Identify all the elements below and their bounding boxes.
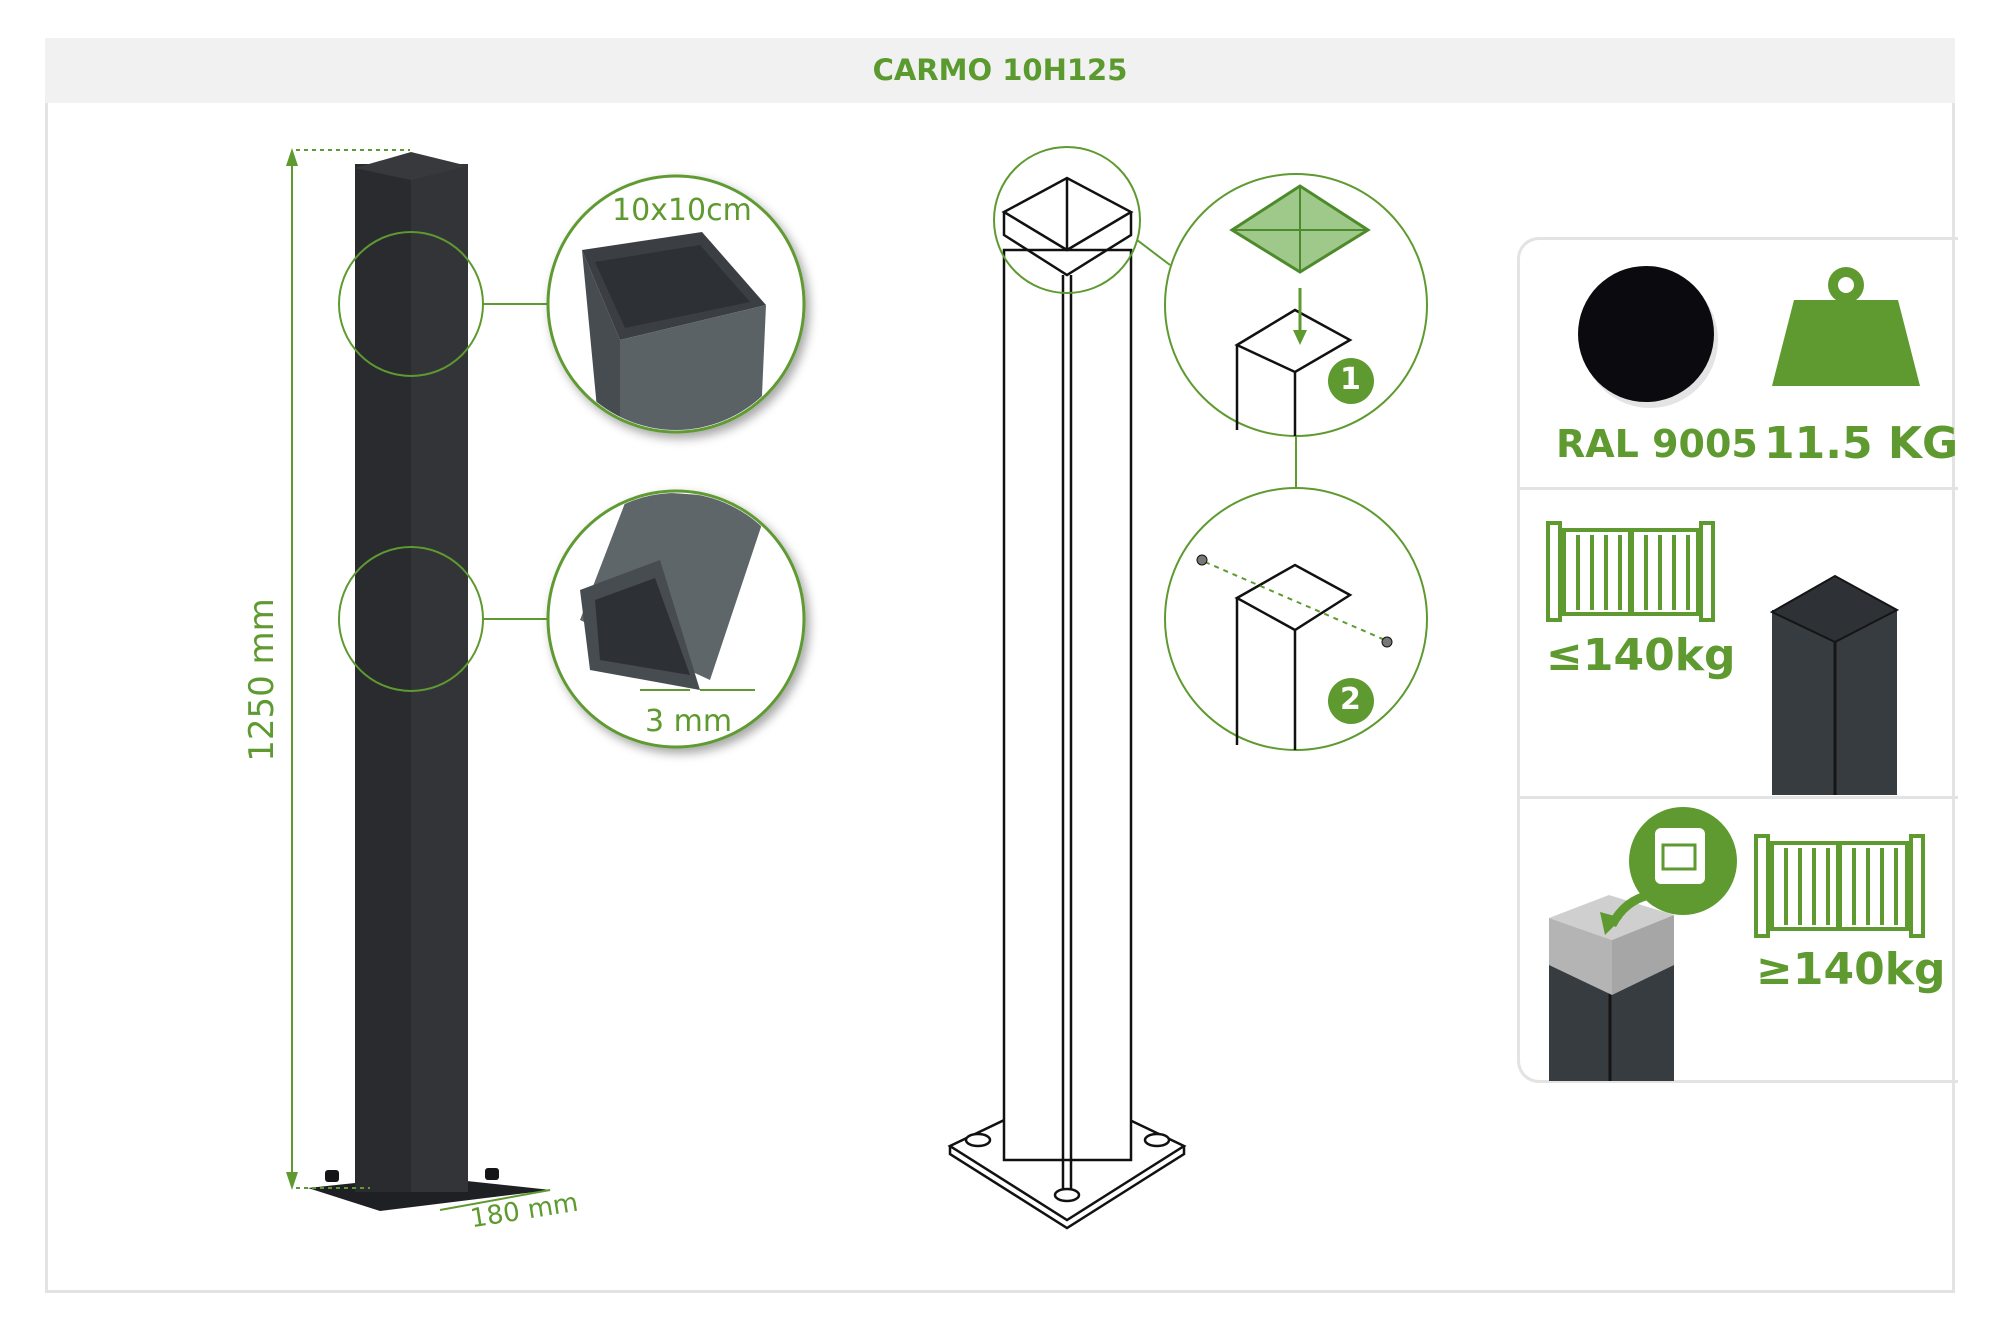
weight-label: 11.5 KG bbox=[1764, 418, 1959, 469]
color-label: RAL 9005 bbox=[1556, 422, 1758, 466]
step-badges bbox=[1328, 358, 1374, 724]
concrete-footing-icon bbox=[1549, 895, 1674, 1081]
step2-screw-illustration bbox=[1196, 554, 1393, 750]
section-detail-top bbox=[546, 174, 806, 434]
gate-icon-heavy bbox=[1754, 834, 1925, 938]
detail-callouts bbox=[338, 231, 548, 692]
post-line-drawing bbox=[947, 176, 1187, 1230]
post-render bbox=[308, 152, 551, 1211]
gate-icon-light bbox=[1546, 521, 1715, 622]
specs-divider bbox=[1517, 487, 1958, 490]
post-top-icon bbox=[1769, 574, 1900, 795]
page-title: CARMO 10H125 bbox=[872, 53, 1128, 87]
color-swatch-icon bbox=[1578, 266, 1718, 408]
cement-bag-icon bbox=[1600, 807, 1737, 935]
gate-min-weight-label: ≥140kg bbox=[1756, 944, 1946, 995]
gate-max-weight-label: ≤140kg bbox=[1546, 630, 1736, 681]
specs-divider bbox=[1517, 796, 1958, 799]
section-detail-bottom bbox=[546, 489, 806, 749]
specs-panel bbox=[1517, 237, 1958, 1083]
height-dimension bbox=[286, 148, 551, 1211]
header-bar: CARMO 10H125 bbox=[45, 38, 1955, 103]
step-1-number: 1 bbox=[1340, 362, 1361, 397]
step1-cap-illustration bbox=[1229, 184, 1371, 436]
weight-icon bbox=[1772, 267, 1920, 386]
step-2-number: 2 bbox=[1340, 682, 1361, 717]
thickness-label: 3 mm bbox=[645, 704, 733, 739]
section-size-label: 10x10cm bbox=[612, 193, 752, 228]
